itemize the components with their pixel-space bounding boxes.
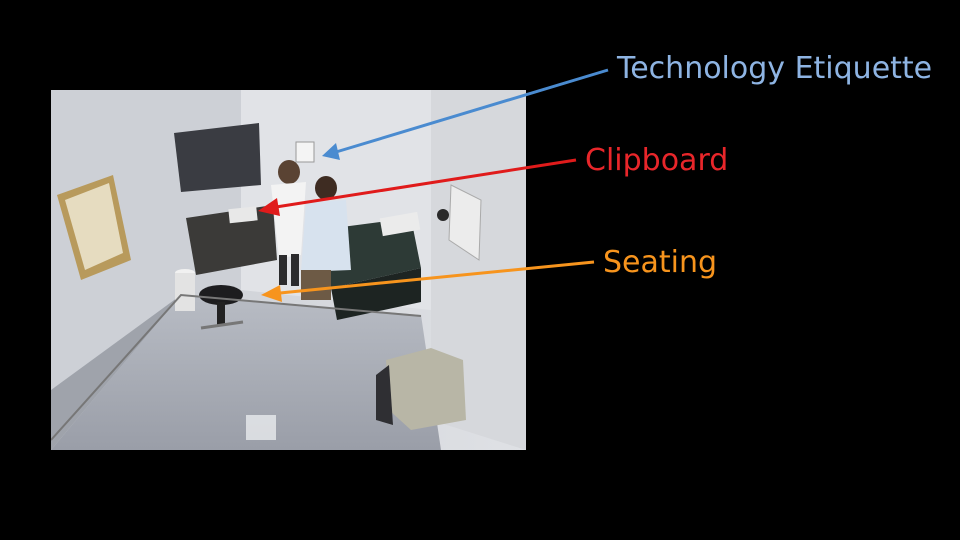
exam-room-photo (51, 90, 526, 450)
label-clipboard: Clipboard (585, 143, 729, 178)
label-technology-etiquette: Technology Etiquette (617, 51, 933, 86)
counter (186, 205, 277, 275)
bag (386, 348, 466, 430)
label-seating: Seating (603, 245, 718, 280)
patient (301, 200, 351, 272)
cabinet (174, 123, 261, 192)
